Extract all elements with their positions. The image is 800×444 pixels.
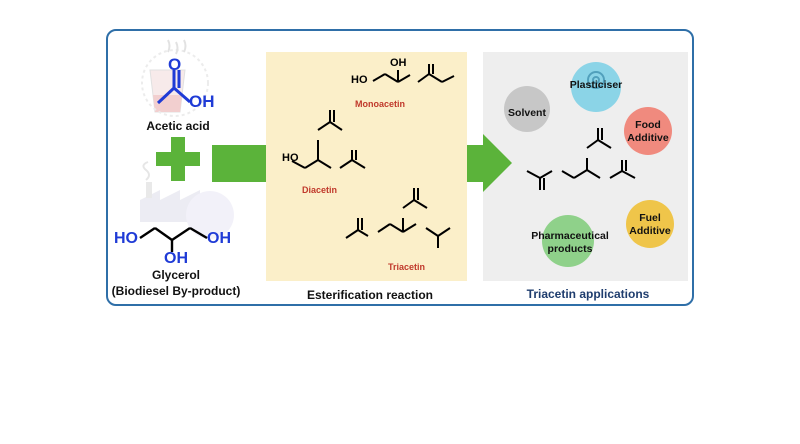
solvent-label: Solvent	[508, 107, 546, 119]
food-additive-label-2: Additive	[627, 132, 669, 144]
pharmaceutical-bubble	[542, 215, 594, 267]
monoacetin-oh: OH	[390, 57, 407, 69]
glycerol-ho-left: HO	[114, 230, 138, 247]
pharmaceutical-label-1: Pharmaceutical	[531, 230, 609, 242]
factory-icon	[140, 161, 234, 239]
monoacetin-label: Monoacetin	[355, 99, 406, 109]
diacetin-label: Diacetin	[302, 185, 338, 195]
fuel-additive-bubble	[626, 200, 674, 248]
glycerol-sublabel: (Biodiesel By-product)	[111, 284, 241, 298]
glycerol-oh-middle: OH	[164, 250, 188, 267]
plus-horizontal	[156, 152, 200, 166]
plasticiser-label: Plasticiser	[569, 79, 623, 91]
food-additive-bubble	[624, 107, 672, 155]
gear-icon	[587, 71, 605, 89]
monoacetin-ho: HO	[351, 74, 368, 86]
acetic-acid-structure	[156, 70, 191, 105]
acetic-acid-label: Acetic acid	[146, 119, 210, 133]
triacetin-structure-applications	[526, 128, 636, 190]
triacetin-label: Triacetin	[388, 262, 426, 272]
reaction-title: Esterification reaction	[306, 288, 434, 302]
glycerol-oh-right: OH	[207, 230, 231, 247]
fuel-additive-label-2: Additive	[629, 225, 671, 237]
applications-title: Triacetin applications	[526, 287, 650, 301]
food-additive-label-1: Food	[635, 119, 661, 131]
fuel-additive-label-1: Fuel	[639, 212, 661, 224]
reaction-panel	[266, 52, 467, 281]
pharmaceutical-label-2: products	[547, 243, 593, 255]
diacetin-structure	[291, 110, 366, 169]
arrow-to-reaction	[212, 145, 266, 182]
glycerol-label: Glycerol	[151, 268, 201, 282]
triacetin-structure-reaction	[345, 188, 451, 248]
arrow-to-applications	[467, 134, 512, 192]
acetic-acid-oh-group: OH	[189, 92, 215, 111]
glycerol-structure	[139, 226, 208, 252]
solvent-bubble	[504, 86, 550, 132]
acetic-acid-o-atom: O	[168, 55, 182, 74]
monoacetin-structure	[372, 64, 455, 83]
diacetin-ho: HO	[282, 152, 299, 164]
